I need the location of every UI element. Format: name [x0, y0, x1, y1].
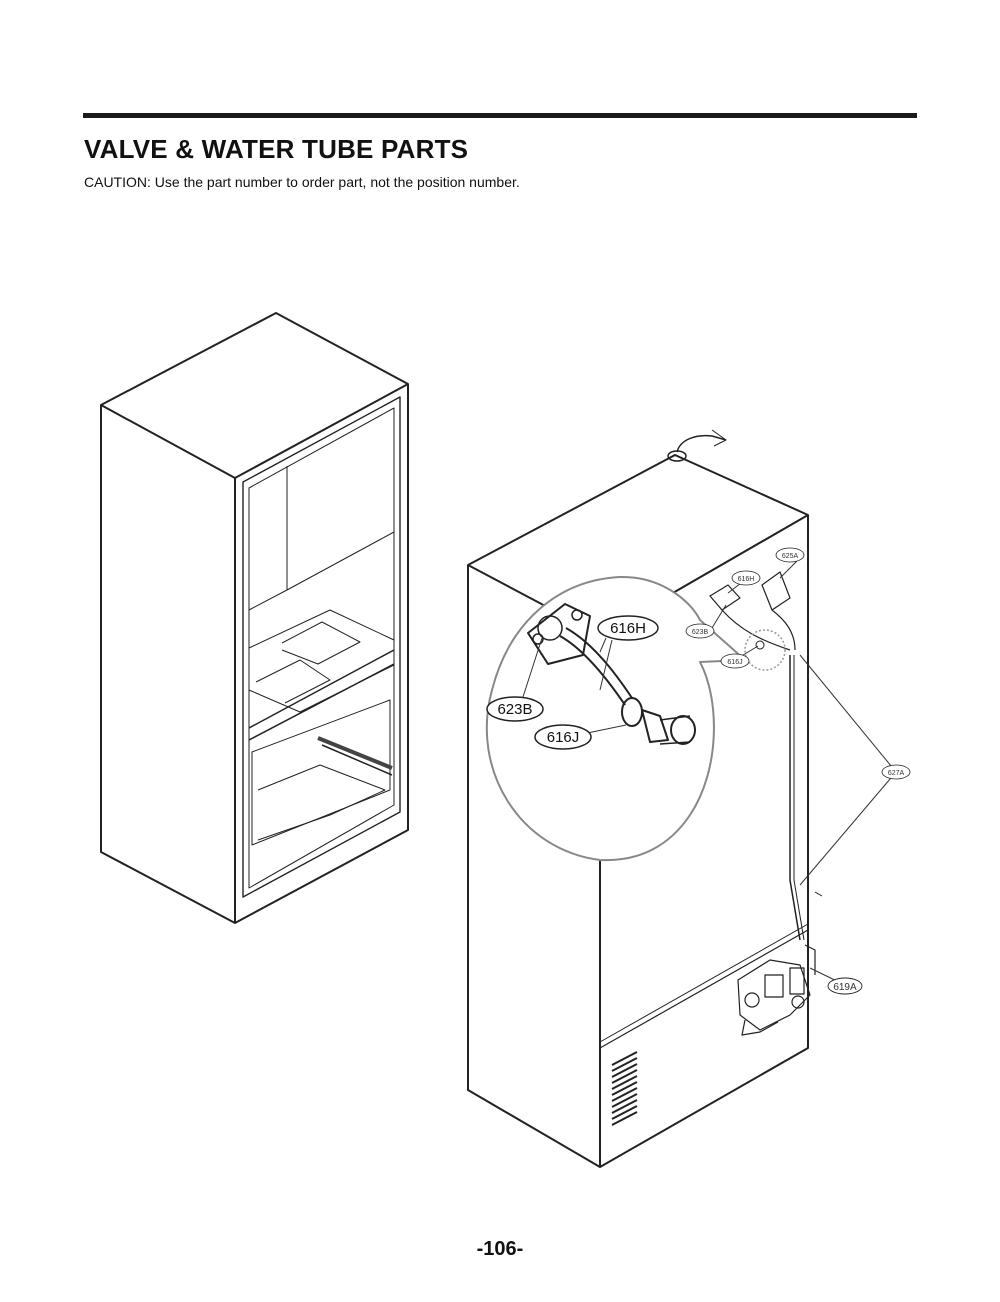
page-number: -106- [476, 1238, 524, 1260]
label-623B: 623B [692, 629, 709, 636]
label-616J-detail: 616J [547, 729, 580, 746]
detail-magnifier-bubble [485, 575, 786, 862]
label-623B-detail: 623B [497, 701, 532, 718]
callout-616H-detail [597, 615, 659, 641]
refrigerator-front-view [100, 312, 409, 924]
label-625A: 625A [782, 553, 799, 560]
label-627A: 627A [888, 770, 905, 777]
label-616H-detail: 616H [610, 620, 646, 637]
page-title: VALVE & WATER TUBE PARTS [84, 134, 469, 164]
header-rule [83, 113, 917, 118]
label-616H: 616H [738, 576, 755, 583]
label-616J: 616J [727, 659, 742, 666]
caution-note: CAUTION: Use the part number to order pa… [84, 174, 520, 190]
label-619A: 619A [833, 982, 857, 993]
callout-616J-detail [534, 724, 592, 750]
callout-623B-detail [486, 696, 544, 722]
